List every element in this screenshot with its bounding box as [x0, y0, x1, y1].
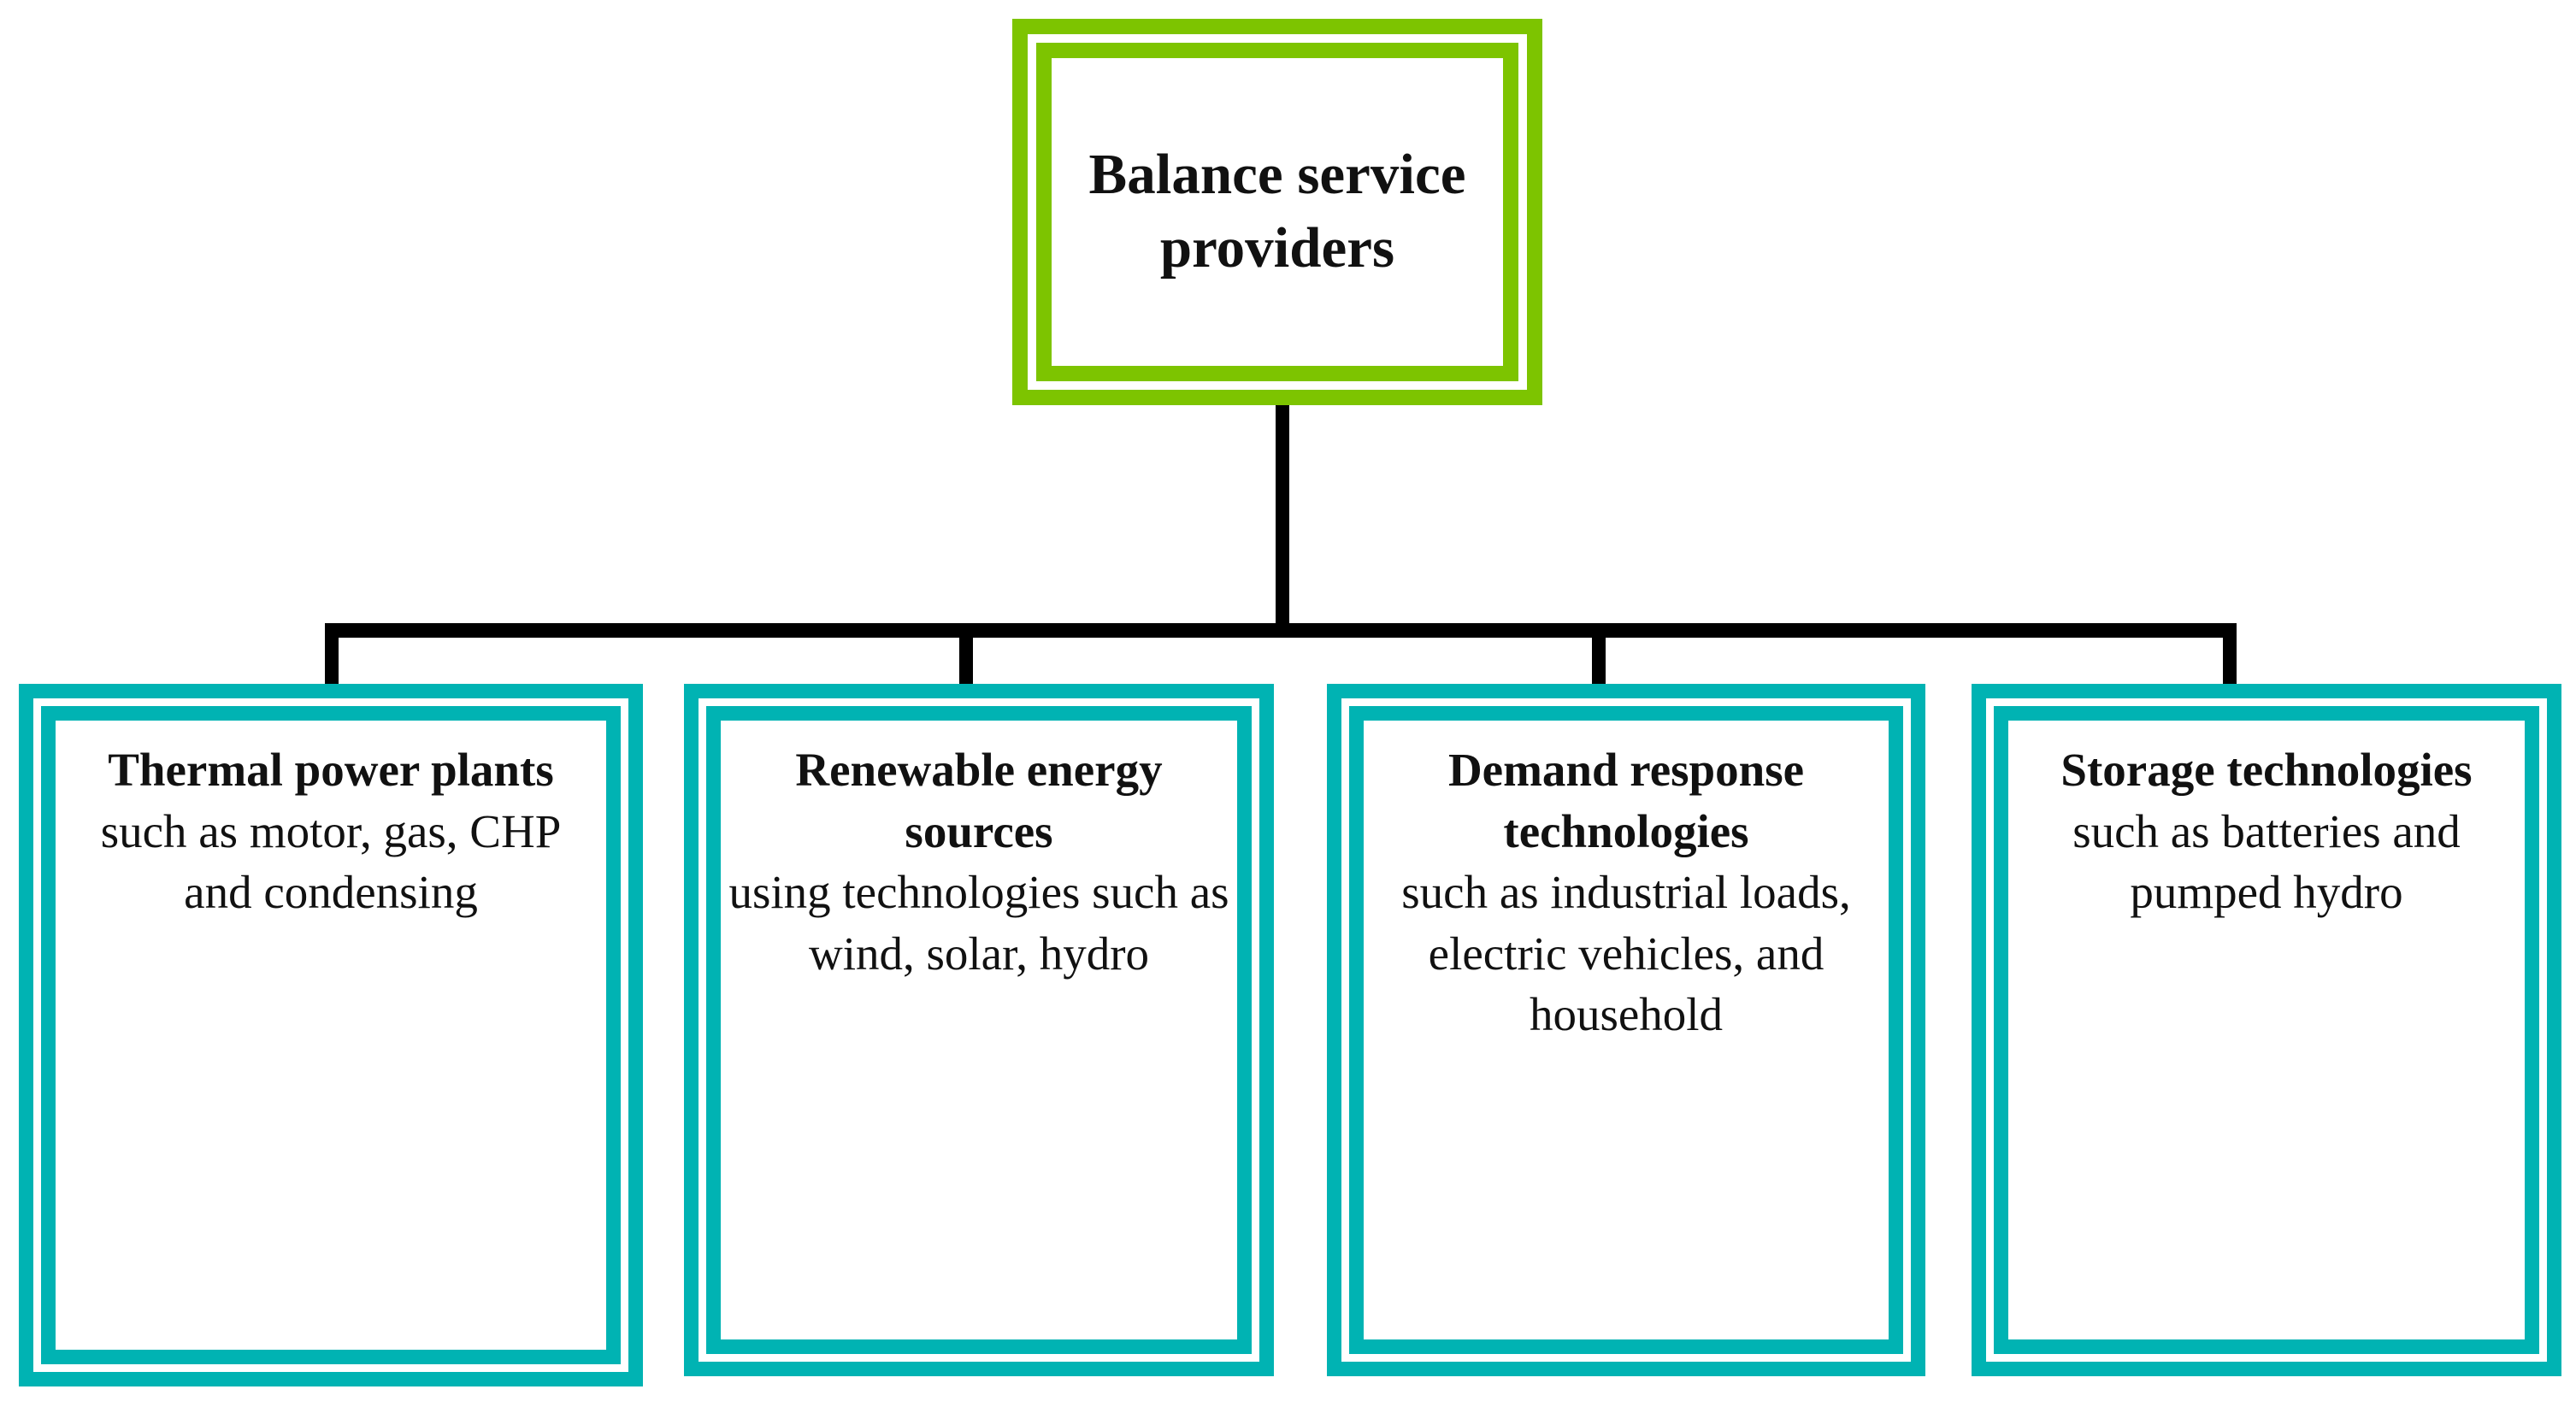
- connector-drop-leg-1: [325, 623, 339, 685]
- root-node-title: Balance service providers: [1088, 143, 1466, 280]
- connector-trunk-vertical: [1276, 405, 1289, 629]
- root-node-inner-border: Balance service providers: [1036, 43, 1518, 381]
- leaf-node-inner-border: Thermal power plants such as motor, gas,…: [41, 706, 621, 1364]
- node-renewable-energy-sources[interactable]: Renewable energy sources using technolog…: [684, 684, 1274, 1376]
- leaf-node-title: Storage technologies: [2060, 744, 2473, 796]
- leaf-node-inner-border: Renewable energy sources using technolog…: [706, 706, 1252, 1354]
- node-balance-service-providers[interactable]: Balance service providers: [1012, 19, 1542, 405]
- connector-drop-leg-3: [1592, 623, 1606, 685]
- node-thermal-power-plants[interactable]: Thermal power plants such as motor, gas,…: [19, 684, 643, 1386]
- node-storage-technologies[interactable]: Storage technologies such as batteries a…: [1972, 684, 2561, 1376]
- leaf-node-title: Demand response technologies: [1447, 744, 1805, 857]
- leaf-node-description: such as motor, gas, CHP and condensing: [100, 804, 562, 919]
- leaf-node-face: Storage technologies such as batteries a…: [2008, 721, 2525, 1339]
- leaf-node-description: such as industrial loads, electric vehic…: [1401, 866, 1851, 1040]
- connector-horizontal-bus: [325, 623, 2237, 638]
- root-node-border-gap: Balance service providers: [1028, 34, 1527, 390]
- leaf-node-title: Renewable energy sources: [795, 744, 1163, 857]
- node-demand-response-technologies[interactable]: Demand response technologies such as ind…: [1327, 684, 1925, 1376]
- connector-drop-leg-4: [2223, 623, 2237, 685]
- leaf-node-inner-border: Demand response technologies such as ind…: [1349, 706, 1903, 1354]
- leaf-node-border-gap: Storage technologies such as batteries a…: [1986, 698, 2547, 1362]
- leaf-node-face: Demand response technologies such as ind…: [1364, 721, 1889, 1339]
- root-node-face: Balance service providers: [1052, 58, 1503, 366]
- leaf-node-border-gap: Renewable energy sources using technolog…: [699, 698, 1259, 1362]
- leaf-node-face: Renewable energy sources using technolog…: [721, 721, 1237, 1339]
- leaf-node-border-gap: Thermal power plants such as motor, gas,…: [33, 698, 628, 1372]
- connector-drop-leg-2: [959, 623, 973, 685]
- leaf-node-description: such as batteries and pumped hydro: [2072, 804, 2461, 919]
- leaf-node-inner-border: Storage technologies such as batteries a…: [1994, 706, 2539, 1354]
- leaf-node-title: Thermal power plants: [108, 744, 554, 796]
- leaf-node-description: using technologies such as wind, solar, …: [728, 866, 1229, 980]
- leaf-node-face: Thermal power plants such as motor, gas,…: [56, 721, 606, 1350]
- leaf-node-border-gap: Demand response technologies such as ind…: [1341, 698, 1911, 1362]
